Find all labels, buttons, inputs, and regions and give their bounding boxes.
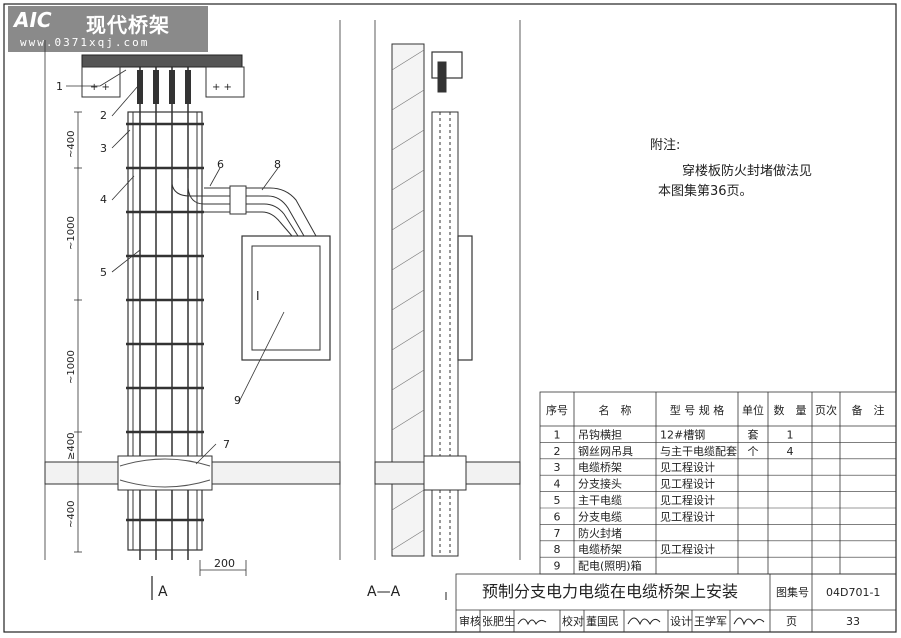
table-cell: 个 <box>748 445 759 458</box>
section-view <box>374 20 521 600</box>
callout-9: 9 <box>234 394 241 407</box>
name-review: 张肥生 <box>482 614 515 628</box>
table-cell: 分支接头 <box>578 478 622 491</box>
role-review: 审核 <box>459 614 481 628</box>
table-header-cell: 数 量 <box>774 404 807 417</box>
dimension-lines <box>74 111 247 576</box>
vertical-tray <box>127 111 203 551</box>
table-header-cell: 单位 <box>742 403 764 417</box>
table-cell: 12#槽钢 <box>660 428 705 441</box>
table-cell: 1 <box>554 428 561 441</box>
table-cell: 套 <box>748 428 759 441</box>
note-heading: 附注: <box>650 138 681 153</box>
table-cell: 与主干电缆配套 <box>660 445 737 458</box>
elevation-view: + + + + <box>44 20 341 600</box>
table-cell: 4 <box>787 445 794 458</box>
table-cell: 电缆桥架 <box>578 543 622 556</box>
table-cell: 6 <box>554 510 561 523</box>
table-cell: 2 <box>554 445 561 458</box>
table-header-cell: 名 称 <box>599 403 632 417</box>
callout-leaders <box>66 69 285 465</box>
role-proofread: 校对 <box>562 614 584 628</box>
section-mark-left: A <box>158 584 168 600</box>
section-title: A—A <box>367 584 401 600</box>
tray-rungs <box>126 122 204 522</box>
signature-review <box>517 618 547 626</box>
dim-400-bottom: ~400 <box>66 501 77 528</box>
dim-1000-lower: ~1000 <box>66 350 77 384</box>
watermark-logo: AIC <box>14 8 52 32</box>
table-cell: 1 <box>787 428 794 441</box>
atlas-label: 图集号 <box>776 585 809 599</box>
dim-400-top: ~400 <box>66 131 77 158</box>
panel-mark: I <box>256 289 260 303</box>
page-number: 33 <box>846 615 860 628</box>
table-cell: 见工程设计 <box>660 461 715 474</box>
table-cell: 4 <box>554 478 561 491</box>
table-cell: 配电(照明)箱 <box>578 559 642 573</box>
role-design: 设计 <box>670 615 692 628</box>
table-cell: 电缆桥架 <box>578 461 622 474</box>
hanger-beam <box>81 54 243 68</box>
atlas-number: 04D701-1 <box>826 586 880 599</box>
page-label: 页 <box>786 615 797 628</box>
callout-8: 8 <box>274 158 281 171</box>
table-header-cell: 页次 <box>815 403 837 417</box>
floor-slab <box>44 455 341 491</box>
callout-5: 5 <box>100 266 107 279</box>
title-block <box>455 573 897 633</box>
dim-1000-upper: ~1000 <box>66 216 77 250</box>
name-design: 王学军 <box>694 614 727 628</box>
drawing-title: 预制分支电力电缆在电缆桥架上安装 <box>482 582 738 601</box>
svg-text:+ +: + + <box>90 82 110 93</box>
svg-text:+ +: + + <box>212 82 232 93</box>
table-cell: 9 <box>554 560 561 573</box>
table-cell: 见工程设计 <box>660 478 715 491</box>
callout-1: 1 <box>56 80 63 93</box>
table-cell: 见工程设计 <box>660 510 715 523</box>
cable-grips <box>137 70 191 104</box>
parts-table <box>539 391 897 575</box>
signature-design <box>733 617 765 626</box>
callout-2: 2 <box>100 109 107 122</box>
watermark: AIC 现代桥架 www.0371xqj.com <box>8 6 208 52</box>
table-header-cell: 序号 <box>546 403 568 417</box>
distribution-box <box>241 235 331 361</box>
table-cell: 见工程设计 <box>660 494 715 507</box>
callout-7: 7 <box>223 438 230 451</box>
callout-4: 4 <box>100 193 107 206</box>
watermark-title: 现代桥架 <box>86 13 170 37</box>
callout-6: 6 <box>217 158 224 171</box>
branch-tray <box>171 170 317 237</box>
parts-table-header: 序号 名 称 型 号 规 格 单位数 量页次 备 注 <box>546 403 885 417</box>
table-cell: 吊钩横担 <box>578 427 622 441</box>
dim-400-floor: ≥400 <box>66 433 77 460</box>
table-cell: 见工程设计 <box>660 543 715 556</box>
table-cell: 钢丝网吊具 <box>578 445 633 458</box>
table-cell: 分支电缆 <box>578 510 622 523</box>
table-cell: 8 <box>554 543 561 556</box>
note-line-2: 本图集第36页。 <box>658 184 753 199</box>
name-proofread: 董国民 <box>586 615 619 628</box>
table-cell: 5 <box>554 494 561 507</box>
callout-3: 3 <box>100 142 107 155</box>
dim-200: 200 <box>214 557 235 570</box>
table-cell: 主干电缆 <box>578 494 622 507</box>
table-header-cell: 备 注 <box>852 403 885 417</box>
note-line-1: 穿楼板防火封堵做法见 <box>682 164 813 179</box>
frame-border <box>3 3 897 633</box>
table-cell: 7 <box>554 527 561 540</box>
table-cell: 防火封堵 <box>578 526 622 540</box>
table-header-cell: 型 号 规 格 <box>670 403 725 417</box>
table-cell: 3 <box>554 461 561 474</box>
watermark-url: www.0371xqj.com <box>20 36 150 49</box>
signature-proofread <box>627 617 661 626</box>
